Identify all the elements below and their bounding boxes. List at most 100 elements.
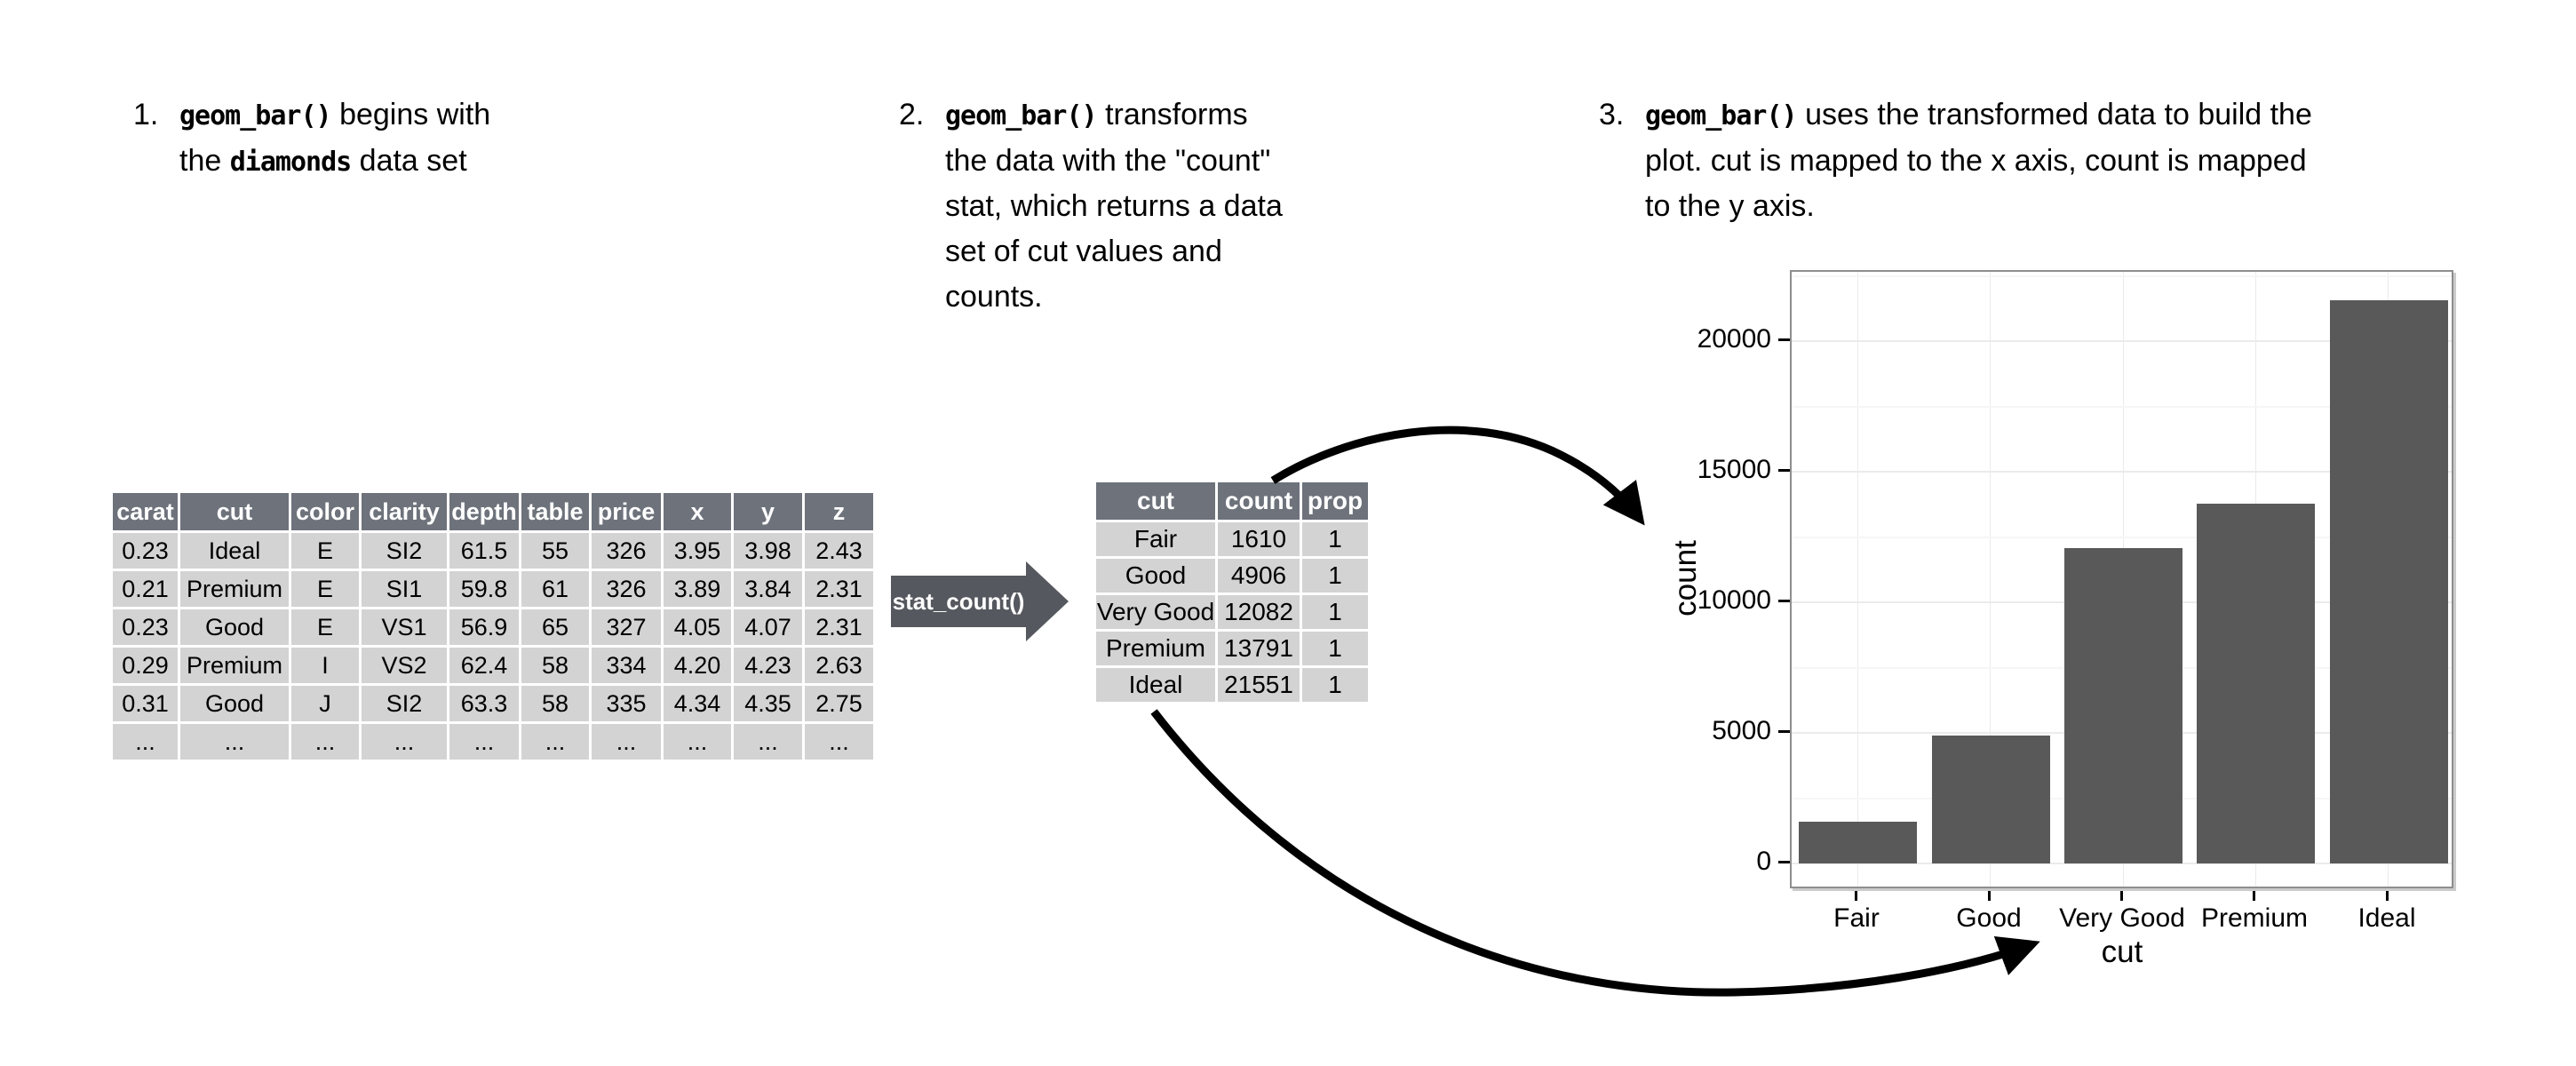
note-number: 2. xyxy=(899,98,925,131)
table-cell: Ideal xyxy=(1096,668,1215,702)
column-header: cut xyxy=(180,493,289,530)
note-line: geom_bar() uses the transformed data to … xyxy=(1645,92,2312,139)
note-text: data set xyxy=(351,144,467,178)
x-tick-label: Very Good xyxy=(2059,903,2185,933)
y-tick-label: 20000 xyxy=(1697,324,1771,354)
note-3: 3. geom_bar() uses the transformed data … xyxy=(1599,92,2312,229)
y-axis-title: count xyxy=(1668,540,1703,617)
table-cell: 1 xyxy=(1302,522,1368,556)
note-line: set of cut values and xyxy=(945,235,1222,268)
table-cell: ... xyxy=(805,724,873,760)
column-header: table xyxy=(521,493,589,530)
inline-code: geom_bar() xyxy=(945,100,1098,131)
table-cell: 2.75 xyxy=(805,686,873,721)
table-cell: 4.20 xyxy=(664,648,731,683)
table-cell: 65 xyxy=(521,609,589,645)
column-header: x xyxy=(664,493,731,530)
column-header: carat xyxy=(113,493,178,530)
table-cell: Very Good xyxy=(1096,595,1215,629)
table-cell: ... xyxy=(113,724,178,760)
table-cell: ... xyxy=(664,724,731,760)
inline-code: geom_bar() xyxy=(1645,100,1798,131)
table-cell: Premium xyxy=(180,648,289,683)
y-tick-mark xyxy=(1778,600,1790,602)
y-tick-label: 0 xyxy=(1756,847,1771,876)
note-number: 1. xyxy=(133,98,159,131)
bar xyxy=(1932,736,2050,863)
column-header: z xyxy=(805,493,873,530)
table-cell: 21551 xyxy=(1218,668,1300,702)
table-cell: ... xyxy=(521,724,589,760)
bar xyxy=(1799,822,1917,863)
table-cell: 1610 xyxy=(1218,522,1300,556)
x-tick-mark xyxy=(1855,891,1857,901)
table-cell: 1 xyxy=(1302,668,1368,702)
x-tick-mark xyxy=(2120,891,2123,901)
table-cell: VS1 xyxy=(362,609,447,645)
note-line: the diamonds data set xyxy=(179,139,490,185)
table-cell: ... xyxy=(291,724,359,760)
note-line: geom_bar() begins with xyxy=(179,92,490,139)
table-cell: 62.4 xyxy=(449,648,519,683)
gridline-minor xyxy=(1792,537,2452,538)
x-axis-title: cut xyxy=(2101,935,2143,969)
x-tick-label: Good xyxy=(1956,903,2022,933)
table-cell: 1 xyxy=(1302,595,1368,629)
note-text: uses the transformed data to build the xyxy=(1796,98,2312,131)
table-cell: 4.35 xyxy=(734,686,802,721)
column-header: depth xyxy=(449,493,519,530)
table-cell: 56.9 xyxy=(449,609,519,645)
table-cell: 3.98 xyxy=(734,533,802,569)
table-cell: 4906 xyxy=(1218,559,1300,593)
note-line: stat, which returns a data xyxy=(945,189,1283,223)
table-cell: VS2 xyxy=(362,648,447,683)
gridline-vertical xyxy=(1857,272,1858,887)
table-cell: 0.29 xyxy=(113,648,178,683)
note-line: geom_bar() transforms xyxy=(945,92,1283,139)
table-cell: ... xyxy=(592,724,661,760)
table-cell: 1 xyxy=(1302,559,1368,593)
table-cell: SI1 xyxy=(362,571,447,607)
note-line: the data with the "count" xyxy=(945,144,1271,178)
table-cell: SI2 xyxy=(362,533,447,569)
table-cell: 58 xyxy=(521,648,589,683)
table-cell: 12082 xyxy=(1218,595,1300,629)
table-cell: 4.23 xyxy=(734,648,802,683)
stat-count-label: stat_count() xyxy=(892,587,1025,615)
stat-count-arrowhead-icon xyxy=(1026,561,1069,641)
bar xyxy=(2330,300,2448,863)
table-cell: 59.8 xyxy=(449,571,519,607)
y-tick-label: 10000 xyxy=(1697,585,1771,615)
column-header: count xyxy=(1218,482,1300,520)
table-row: .............................. xyxy=(113,724,873,760)
note-number: 3. xyxy=(1599,98,1625,131)
table-cell: 2.31 xyxy=(805,571,873,607)
note-line: plot. cut is mapped to the x axis, count… xyxy=(1645,144,2307,178)
x-tick-label: Ideal xyxy=(2357,903,2416,933)
note-text: transforms xyxy=(1096,98,1248,131)
table-cell: ... xyxy=(180,724,289,760)
table-cell: 3.89 xyxy=(664,571,731,607)
y-tick-mark xyxy=(1778,338,1790,341)
inline-code: diamonds xyxy=(229,147,352,178)
table-cell: 4.05 xyxy=(664,609,731,645)
table-cell: 0.21 xyxy=(113,571,178,607)
table-cell: 2.31 xyxy=(805,609,873,645)
table-cell: E xyxy=(291,571,359,607)
table-cell: 2.63 xyxy=(805,648,873,683)
note-line: counts. xyxy=(945,280,1043,314)
x-tick-label: Fair xyxy=(1833,903,1880,933)
table-cell: E xyxy=(291,609,359,645)
table-cell: 61 xyxy=(521,571,589,607)
y-tick-mark xyxy=(1778,730,1790,733)
y-tick-label: 15000 xyxy=(1697,455,1771,484)
table-cell: Ideal xyxy=(180,533,289,569)
x-tick-mark xyxy=(1988,891,1991,901)
table-cell: Premium xyxy=(1096,632,1215,665)
